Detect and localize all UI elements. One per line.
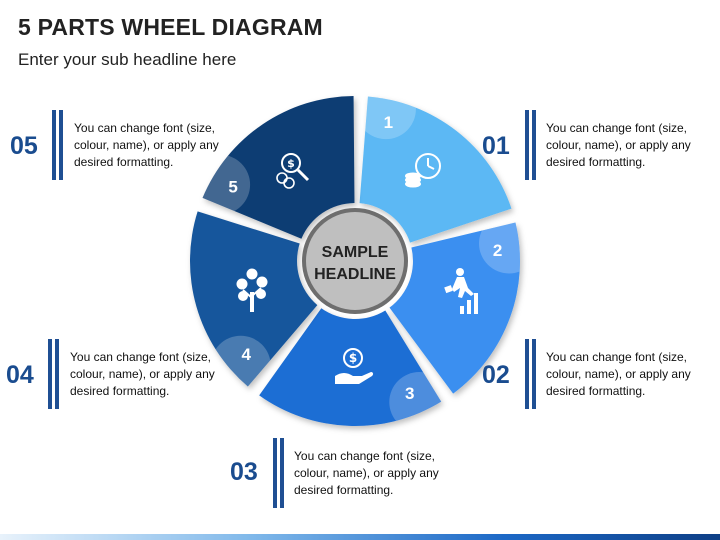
clock-coins-icon xyxy=(405,153,441,188)
segment-number: 2 xyxy=(493,241,502,260)
callout-number: 03 xyxy=(230,458,258,486)
page-subtitle: Enter your sub headline here xyxy=(18,50,237,69)
dollar-search-icon: $ xyxy=(276,153,310,189)
callout-text: You can change font (size, colour, name)… xyxy=(70,350,215,398)
callout-number: 04 xyxy=(6,361,34,389)
svg-text:$: $ xyxy=(287,157,295,170)
svg-text:$: $ xyxy=(349,351,357,365)
center-headline-line1: SAMPLE xyxy=(322,244,389,261)
wheel-segment-1: 1 xyxy=(359,96,512,243)
segment-shape xyxy=(389,222,520,394)
segment-number: 1 xyxy=(384,113,393,132)
wheel-segment-2: 2 xyxy=(389,222,520,394)
callout-text: You can change font (size, colour, name)… xyxy=(294,449,439,497)
businessman-growth-chart-icon xyxy=(444,268,478,314)
segment-badge xyxy=(479,222,520,274)
segment-number: 3 xyxy=(405,384,414,403)
segment-number: 5 xyxy=(228,177,237,196)
segment-badge xyxy=(359,96,416,140)
footer-gradient-bar xyxy=(0,534,720,540)
center-headline-line2: HEADLINE xyxy=(314,266,396,283)
callout-number: 02 xyxy=(482,361,510,389)
callout-text: You can change font (size, colour, name)… xyxy=(546,121,691,169)
callout-number: 01 xyxy=(482,132,510,160)
segment-badge xyxy=(389,372,442,426)
segment-shape xyxy=(202,96,355,239)
center-hub xyxy=(302,208,408,314)
callout-text: You can change font (size, colour, name)… xyxy=(74,121,219,169)
callout-text: You can change font (size, colour, name)… xyxy=(546,350,691,398)
page-title: 5 PARTS WHEEL DIAGRAM xyxy=(18,14,323,40)
money-tree-icon xyxy=(236,268,268,312)
hand-coin-icon: $ xyxy=(335,348,374,384)
segment-shape xyxy=(359,96,512,243)
segment-number: 4 xyxy=(242,345,252,364)
callout-number: 05 xyxy=(10,132,38,160)
